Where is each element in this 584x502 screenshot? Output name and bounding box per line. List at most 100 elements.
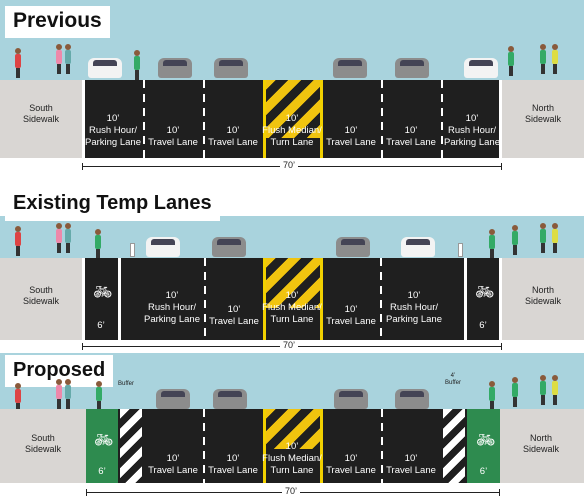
- lane-divider: [143, 80, 145, 158]
- car-icon: [401, 237, 435, 257]
- pedestrian-icon: [540, 223, 546, 253]
- car-icon: [156, 389, 190, 409]
- pedestrian-icon: [540, 375, 546, 405]
- lane-divider: [381, 80, 383, 158]
- car-icon: [146, 237, 180, 257]
- dimension-tick: [82, 163, 83, 170]
- pedestrian-icon: [15, 48, 21, 78]
- lane-label: 10’Flush Median/Turn Lane: [262, 441, 322, 476]
- buffer-label-left: Buffer: [118, 381, 134, 387]
- lane-label: 10’Travel Lane: [209, 304, 259, 327]
- flush-median: [263, 258, 321, 308]
- lane-label: 10’Rush Hour/Parking Lane: [444, 113, 500, 148]
- pedestrian-icon: [56, 44, 62, 74]
- south-sidewalk: [0, 80, 82, 158]
- lane-edge: [82, 258, 85, 340]
- north-sidewalk: [500, 409, 584, 483]
- north-sidewalk: [502, 258, 584, 340]
- car-icon: [212, 237, 246, 257]
- lane-divider: [380, 258, 382, 340]
- south-bike-lane: [86, 409, 118, 483]
- cyclist-icon: [489, 381, 495, 411]
- cyclist-icon: [95, 229, 101, 259]
- dimension-tick: [82, 343, 83, 350]
- car-icon: [88, 58, 122, 78]
- lane-label: 10’Flush Median/Turn Lane: [262, 290, 322, 325]
- car-icon: [464, 58, 498, 78]
- lane-divider: [203, 80, 205, 158]
- buffer-label-right: 4’ Buffer: [445, 373, 461, 386]
- lane-label: 10’Travel Lane: [148, 125, 198, 148]
- bicycle-icon: 🚲︎: [94, 432, 114, 449]
- north-buffer: [443, 409, 465, 483]
- dimension-tick: [499, 489, 500, 496]
- previous-panel: Previous South Sidewalk North Sidewalk 1…: [0, 0, 584, 178]
- lane-label: 10’Rush Hour/Parking Lane: [85, 113, 141, 148]
- bike-lane-width: 6’: [98, 466, 106, 477]
- lane-edge: [499, 80, 502, 158]
- bike-lane-width: 6’: [479, 466, 488, 477]
- bike-lane-line: [464, 258, 467, 340]
- lane-label: 10’Travel Lane: [326, 125, 376, 148]
- lane-label: 10’Travel Lane: [326, 304, 376, 327]
- car-icon: [395, 389, 429, 409]
- south-sidewalk-label: South Sidewalk: [22, 103, 60, 124]
- bike-lane-line: [118, 258, 121, 340]
- lane-label: 10’Travel Lane: [148, 453, 198, 476]
- total-width-label: 70’: [282, 486, 301, 496]
- median-line: [263, 258, 266, 340]
- car-icon: [158, 58, 192, 78]
- lane-label: 10’Flush Median/Turn Lane: [262, 113, 322, 148]
- pedestrian-icon: [56, 223, 62, 253]
- car-icon: [395, 58, 429, 78]
- cyclist-icon: [96, 381, 102, 411]
- proposed-panel: Proposed Buffer 4’ Buffer South Sidewalk…: [0, 353, 584, 502]
- bike-lane-width: 6’: [479, 320, 487, 331]
- lane-label: 10’Travel Lane: [326, 453, 376, 476]
- pedestrian-icon: [552, 223, 558, 253]
- lane-label: 10’Rush Hour/Parking Lane: [386, 290, 442, 325]
- south-sidewalk: [0, 258, 82, 340]
- median-line: [320, 258, 323, 340]
- lane-divider: [441, 80, 443, 158]
- pedestrian-icon: [552, 44, 558, 74]
- south-sidewalk-label: South Sidewalk: [24, 433, 62, 454]
- north-sidewalk: [502, 80, 584, 158]
- pedestrian-icon: [65, 44, 71, 74]
- lane-divider: [203, 409, 205, 483]
- lane-label: 10’Travel Lane: [386, 125, 436, 148]
- car-icon: [336, 237, 370, 257]
- lane-divider: [204, 258, 206, 340]
- lane-label: 10’Travel Lane: [208, 453, 258, 476]
- sky-background: [0, 216, 584, 258]
- existing-title: Existing Temp Lanes: [5, 187, 220, 221]
- pedestrian-icon: [65, 379, 71, 409]
- south-sidewalk: [0, 409, 86, 483]
- pedestrian-icon: [512, 377, 518, 407]
- median-line: [263, 409, 266, 483]
- pedestrian-icon: [512, 225, 518, 255]
- lane-edge: [82, 80, 85, 158]
- south-buffer: [120, 409, 142, 483]
- pedestrian-icon: [15, 226, 21, 256]
- median-line: [320, 80, 323, 158]
- pedestrian-icon: [552, 375, 558, 405]
- car-icon: [333, 58, 367, 78]
- north-bike-lane: [467, 409, 500, 483]
- north-sidewalk-label: North Sidewalk: [524, 285, 562, 306]
- lane-label: 10’Travel Lane: [208, 125, 258, 148]
- flush-median: [263, 80, 321, 138]
- car-icon: [214, 58, 248, 78]
- car-icon: [334, 389, 368, 409]
- bicycle-icon: 🚲︎: [476, 432, 496, 449]
- pedestrian-icon: [15, 383, 21, 413]
- dimension-tick: [86, 489, 87, 496]
- total-width-label: 70’: [280, 160, 299, 170]
- north-sidewalk-label: North Sidewalk: [524, 103, 562, 124]
- car-icon: [213, 389, 247, 409]
- median-line: [320, 409, 323, 483]
- flex-post: [130, 243, 135, 257]
- bike-lane-width: 6’: [97, 320, 105, 331]
- cyclist-icon: [134, 50, 140, 80]
- flex-post: [458, 243, 463, 257]
